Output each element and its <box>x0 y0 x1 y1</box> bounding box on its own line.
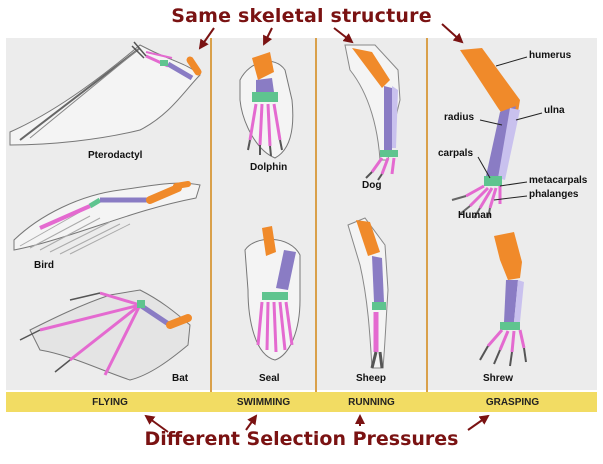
title-different-selection-pressures: Different Selection Pressures <box>144 428 459 450</box>
label-bat: Bat <box>172 373 189 384</box>
category-swimming: SWIMMING <box>236 397 291 408</box>
divider-3 <box>426 38 428 412</box>
dog-leg <box>344 44 401 181</box>
label-ulna: ulna <box>544 105 565 116</box>
divider-1 <box>210 38 212 412</box>
label-humerus: humerus <box>529 50 572 61</box>
label-human: Human <box>458 210 492 221</box>
shrew-arm <box>479 232 527 367</box>
label-dolphin: Dolphin <box>250 162 288 173</box>
bat-wing <box>19 289 192 381</box>
category-band <box>6 392 597 412</box>
dolphin-flipper <box>239 52 294 159</box>
human-arm <box>451 48 520 219</box>
label-bird: Bird <box>34 260 54 271</box>
title-same-skeletal-structure: Same skeletal structure <box>171 5 432 27</box>
sheep-leg <box>347 217 389 369</box>
label-metacarpals: metacarpals <box>529 175 588 186</box>
label-phalanges: phalanges <box>529 189 579 200</box>
bottom-arrows <box>144 414 490 433</box>
label-sheep: Sheep <box>356 373 387 384</box>
label-carpals: carpals <box>438 148 474 159</box>
label-shrew: Shrew <box>483 373 514 384</box>
label-radius: radius <box>444 112 475 123</box>
divider-2 <box>315 38 317 412</box>
category-grasping: GRASPING <box>485 397 540 408</box>
label-seal: Seal <box>259 373 280 384</box>
pterodactyl-wing <box>9 41 202 146</box>
bird-wing <box>13 181 201 255</box>
top-arrows <box>198 23 464 50</box>
label-pterodactyl: Pterodactyl <box>88 150 143 161</box>
anatomy-leaders <box>477 56 543 201</box>
label-dog: Dog <box>362 180 382 191</box>
category-flying: FLYING <box>92 397 128 408</box>
category-running: RUNNING <box>348 397 395 408</box>
seal-flipper <box>244 226 301 361</box>
